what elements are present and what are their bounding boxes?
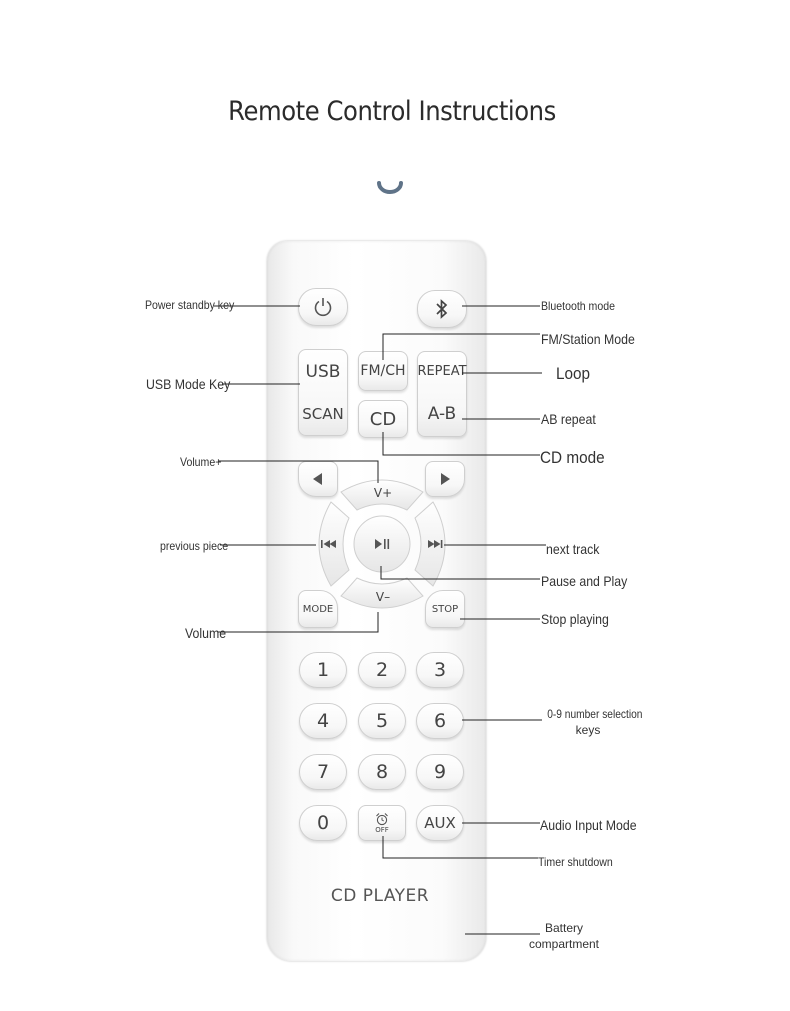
- callout-battery-line2: compartment: [528, 937, 600, 951]
- leader-timer: [382, 836, 538, 859]
- callout-battery: Battery compartment: [528, 921, 600, 951]
- volume-down-label: V–: [376, 590, 390, 604]
- scan-label: SCAN: [302, 405, 344, 424]
- leader-fm: [382, 333, 540, 360]
- leader-cd: [382, 432, 540, 456]
- alarm-clock-icon: [376, 813, 388, 826]
- number-6-label: 6: [433, 710, 447, 732]
- leader-pause: [380, 566, 540, 580]
- aux-button[interactable]: AUX: [416, 805, 464, 841]
- callout-power: Power standby key: [145, 298, 235, 312]
- callout-numbers-line1: 0-9 number selection: [547, 707, 643, 721]
- callout-aux: Audio Input Mode: [540, 817, 637, 833]
- next-track-icon: [428, 540, 443, 548]
- usb-scan-button[interactable]: USB SCAN: [298, 349, 348, 436]
- number-5-button[interactable]: 5: [358, 703, 406, 739]
- number-4-button[interactable]: 4: [299, 703, 347, 739]
- callout-timer: Timer shutdown: [538, 855, 613, 869]
- stop-button[interactable]: STOP: [425, 590, 465, 628]
- callout-next: next track: [546, 541, 600, 557]
- cd-button[interactable]: CD: [358, 400, 408, 438]
- number-6-button[interactable]: 6: [416, 703, 464, 739]
- callout-numbers: 0-9 number selection keys: [540, 707, 643, 737]
- dpad: V+ V–: [318, 479, 446, 609]
- number-1-label: 1: [316, 659, 330, 681]
- timer-off-label: OFF: [375, 826, 389, 834]
- callout-ab: AB repeat: [541, 411, 596, 427]
- volume-down-button[interactable]: [340, 577, 424, 609]
- callout-pause: Pause and Play: [541, 573, 628, 589]
- number-3-label: 3: [433, 659, 447, 681]
- play-pause-icon: [375, 539, 390, 549]
- fm-ch-label: FM/CH: [360, 363, 406, 379]
- arrow-left-icon: [313, 473, 322, 485]
- callout-prev: previous piece: [160, 539, 229, 553]
- callout-stop: Stop playing: [541, 611, 609, 627]
- repeat-label: REPEAT: [417, 364, 467, 380]
- power-icon: [314, 298, 332, 317]
- arrow-right-icon: [441, 473, 450, 485]
- page-title: Remote Control Instructions: [228, 96, 556, 127]
- left-arrow-button[interactable]: [298, 461, 338, 497]
- timer-off-button[interactable]: OFF: [358, 805, 406, 841]
- leader-vol-up: [218, 460, 379, 483]
- previous-track-icon: [321, 540, 336, 548]
- cd-label: CD: [369, 408, 397, 430]
- callout-numbers-line2: keys: [575, 723, 601, 737]
- number-0-button[interactable]: 0: [299, 805, 347, 841]
- number-5-label: 5: [375, 710, 389, 732]
- callout-usb: USB Mode Key: [146, 376, 231, 392]
- callout-vol-down: Volume: [185, 625, 227, 641]
- number-9-button[interactable]: 9: [416, 754, 464, 790]
- number-0-label: 0: [316, 812, 330, 834]
- number-7-button[interactable]: 7: [299, 754, 347, 790]
- aux-label: AUX: [424, 814, 456, 832]
- mode-label: MODE: [302, 603, 334, 615]
- number-2-button[interactable]: 2: [358, 652, 406, 688]
- stop-label: STOP: [431, 603, 459, 615]
- usb-label: USB: [305, 361, 341, 382]
- number-4-label: 4: [316, 710, 330, 732]
- leader-vol-down: [218, 612, 379, 633]
- number-8-label: 8: [375, 761, 389, 783]
- brand-text: CD PLAYER: [330, 886, 430, 906]
- callout-bluetooth: Bluetooth mode: [541, 299, 615, 313]
- number-9-label: 9: [433, 761, 447, 783]
- bluetooth-button[interactable]: [417, 290, 467, 328]
- callout-battery-line1: Battery: [544, 921, 583, 935]
- bluetooth-icon: [436, 299, 448, 319]
- ab-label: A-B: [427, 403, 457, 424]
- repeat-ab-button[interactable]: REPEAT A-B: [417, 351, 467, 437]
- callout-cd: CD mode: [540, 448, 605, 467]
- right-arrow-button[interactable]: [425, 461, 465, 497]
- callout-fm: FM/Station Mode: [541, 331, 635, 347]
- volume-up-button[interactable]: [340, 479, 424, 511]
- callout-vol-up: Volume+: [180, 455, 222, 469]
- number-1-button[interactable]: 1: [299, 652, 347, 688]
- callout-loop: Loop: [556, 364, 591, 383]
- power-button[interactable]: [298, 288, 348, 326]
- number-7-label: 7: [316, 761, 330, 783]
- number-2-label: 2: [375, 659, 389, 681]
- mode-button[interactable]: MODE: [298, 590, 338, 628]
- number-8-button[interactable]: 8: [358, 754, 406, 790]
- decorative-arc-icon: [377, 181, 403, 194]
- number-3-button[interactable]: 3: [416, 652, 464, 688]
- volume-up-label: V+: [374, 486, 392, 500]
